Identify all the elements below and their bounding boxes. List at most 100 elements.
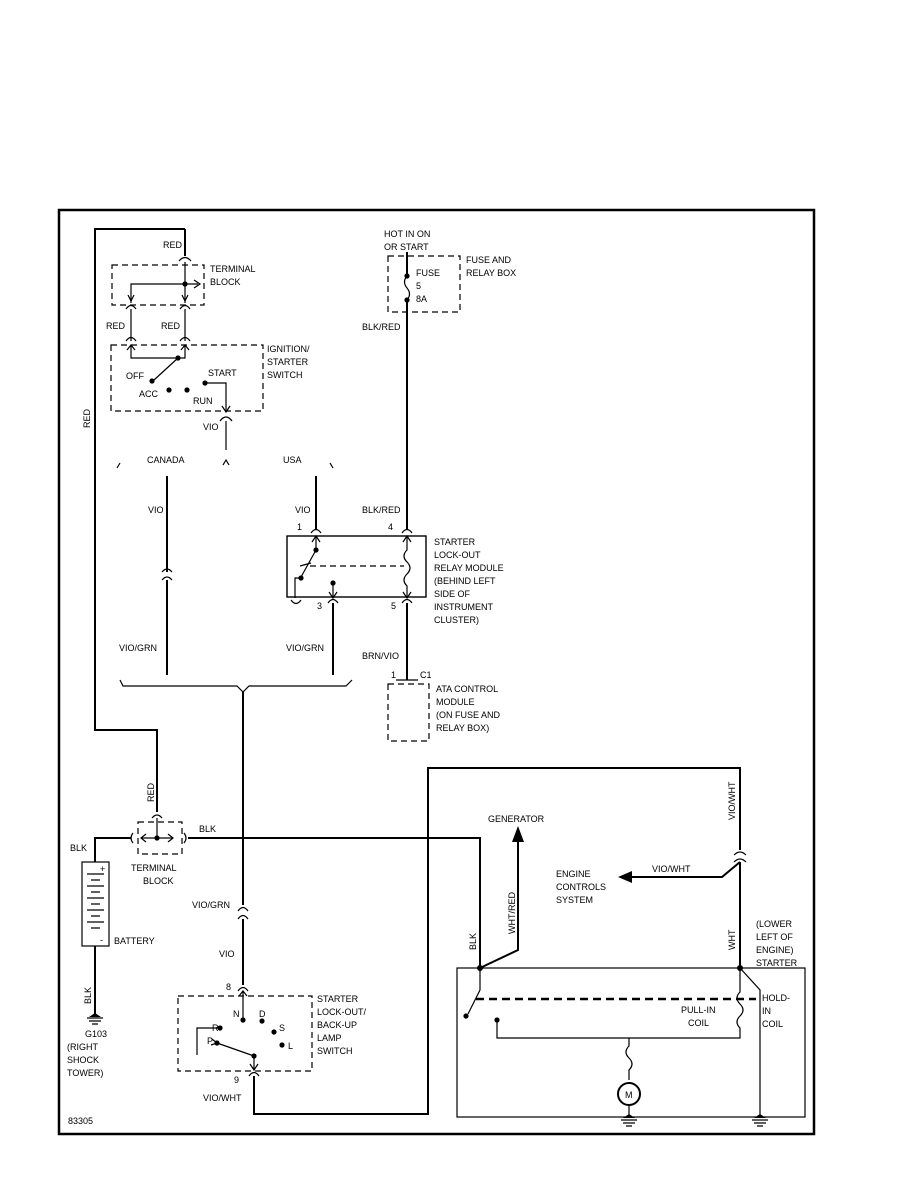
label-vio-canada: VIO (148, 505, 164, 515)
diagram-frame (57, 208, 816, 1136)
relay-label-7: CLUSTER) (434, 615, 479, 625)
ignition-switch-label-1: IGNITION/ (267, 344, 310, 354)
relay-label-1: STARTER (434, 537, 476, 547)
label-blk-ground: BLK (83, 987, 93, 1004)
label-blk-red-2: BLK/RED (362, 505, 401, 515)
ata-pin: 1 (391, 670, 396, 680)
ata-control-module (387, 679, 430, 742)
range-switch-label-1: STARTER (317, 994, 359, 1004)
label-usa: USA (283, 455, 302, 465)
ground-g103 (87, 1012, 103, 1025)
fuse-label: FUSE (416, 268, 440, 278)
hot-in-on: HOT IN ON (384, 229, 430, 239)
label-wht-red: WHT/RED (507, 892, 517, 934)
label-red-left: RED (106, 321, 126, 331)
starter-lockout-relay-module (286, 528, 427, 680)
label-vio-usa: VIO (295, 505, 311, 515)
ignition-pos-acc: ACC (139, 389, 159, 399)
terminal-block-top-label: TERMINAL (210, 264, 256, 274)
ignition-pos-start: START (208, 368, 237, 378)
generator-label: GENERATOR (488, 814, 545, 824)
starter-loc-4: STARTER (756, 958, 798, 968)
starter-loc-3: ENGINE) (756, 945, 794, 955)
range-switch-label-2: LOCK-OUT/ (317, 1007, 367, 1017)
label-red-right: RED (161, 321, 181, 331)
ignition-pos-run: RUN (193, 396, 213, 406)
label-vio-grn-usa: VIO/GRN (286, 643, 324, 653)
fuse-rating: 8A (416, 294, 427, 304)
fuse-number: 5 (416, 281, 421, 291)
hold-in-coil-1: HOLD- (762, 993, 790, 1003)
label-wht: WHT (727, 929, 737, 950)
battery-label: BATTERY (114, 936, 155, 946)
relay-label-4: (BEHIND LEFT (434, 576, 496, 586)
ata-connector: C1 (420, 670, 432, 680)
starter-loc-2: LEFT OF (756, 932, 793, 942)
label-vio-main: VIO (219, 949, 235, 959)
terminal-block-bottom (130, 814, 187, 855)
label-canada: CANADA (147, 455, 185, 465)
battery (81, 861, 110, 1012)
motor-label: M (625, 1090, 633, 1100)
ground-loc-1: (RIGHT (67, 1042, 98, 1052)
battery-plus: + (100, 864, 105, 874)
relay-label-2: LOCK-OUT (434, 550, 481, 560)
ata-label-1: ATA CONTROL (436, 684, 498, 694)
ignition-pos-off: OFF (126, 371, 144, 381)
label-vio-ign: VIO (203, 422, 219, 432)
label-red-top: RED (163, 240, 183, 250)
hold-coil-ground (752, 1114, 768, 1127)
engine-controls-label-2: CONTROLS (556, 882, 606, 892)
fuse-box-title-1: FUSE AND (466, 255, 512, 265)
engine-controls-label-1: ENGINE (556, 869, 591, 879)
ata-label-4: RELAY BOX) (436, 723, 489, 733)
terminal-block-bottom-label-1: TERMINAL (131, 863, 177, 873)
range-pos-r: R (212, 1023, 219, 1033)
range-pos-l: L (288, 1041, 293, 1051)
range-switch-label-3: BACK-UP (317, 1020, 357, 1030)
relay-pin-4: 4 (388, 522, 393, 532)
ignition-starter-switch (110, 336, 264, 450)
label-red-vertical: RED (82, 408, 92, 428)
terminal-block-bottom-label-2: BLOCK (143, 876, 174, 886)
ignition-switch-label-2: STARTER (267, 357, 309, 367)
label-blk-battery: BLK (70, 843, 87, 853)
fuse-box-title-2: RELAY BOX (466, 268, 516, 278)
label-vio-grn-main: VIO/GRN (192, 900, 230, 910)
ignition-switch-label-3: SWITCH (267, 370, 303, 380)
label-red-bottom: RED (146, 782, 156, 802)
figure-id: 83305 (68, 1116, 93, 1126)
range-pos-p: P (207, 1036, 213, 1046)
relay-label-3: RELAY MODULE (434, 563, 504, 573)
label-blk-starter: BLK (468, 933, 478, 950)
hold-in-coil-3: COIL (762, 1019, 783, 1029)
label-blk-main: BLK (199, 824, 216, 834)
ground-loc-3: TOWER) (67, 1068, 103, 1078)
battery-minus: - (100, 935, 103, 945)
hot-or-start: OR START (384, 242, 429, 252)
label-vio-grn-canada: VIO/GRN (119, 643, 157, 653)
label-blk-red-1: BLK/RED (362, 322, 401, 332)
terminal-block-top-label-2: BLOCK (210, 277, 241, 287)
relay-label-6: INSTRUMENT (434, 602, 493, 612)
starter-loc-1: (LOWER (756, 919, 793, 929)
range-switch-label-5: SWITCH (317, 1046, 353, 1056)
ground-loc-2: SHOCK (67, 1055, 99, 1065)
relay-pin-1: 1 (297, 522, 302, 532)
range-pin-9: 9 (234, 1075, 239, 1085)
range-switch-label-4: LAMP (317, 1033, 342, 1043)
terminal-block-top (111, 262, 205, 341)
label-vio-wht-switch: VIO/WHT (203, 1093, 242, 1103)
relay-label-5: SIDE OF (434, 589, 471, 599)
range-switch (177, 767, 741, 1115)
fuse-and-relay-box (387, 252, 461, 530)
range-pin-8: 8 (226, 982, 231, 992)
pull-in-coil-1: PULL-IN (681, 1005, 716, 1015)
label-brn-vio: BRN/VIO (362, 651, 399, 661)
ata-label-3: (ON FUSE AND (436, 710, 501, 720)
hold-in-coil-2: IN (762, 1006, 771, 1016)
label-vio-wht-vertical: VIO/WHT (727, 781, 737, 820)
relay-pin-5: 5 (391, 601, 396, 611)
engine-controls-label-3: SYSTEM (556, 895, 593, 905)
motor-ground (621, 1114, 637, 1127)
